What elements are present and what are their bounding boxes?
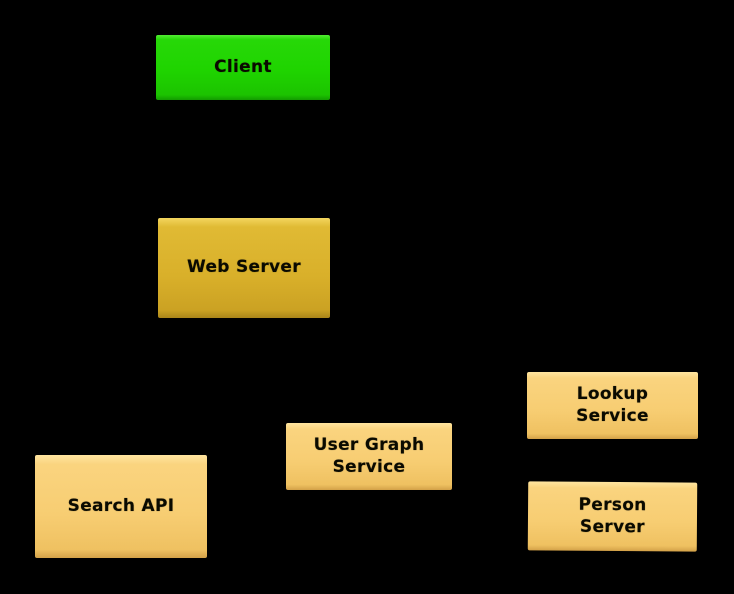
- node-search-api: Search API: [35, 455, 207, 558]
- node-web-server: Web Server: [158, 218, 330, 318]
- node-person-server: Person Server: [527, 481, 698, 552]
- node-user-graph-service-label: User Graph Service: [313, 435, 425, 477]
- node-search-api-label: Search API: [67, 495, 175, 516]
- node-user-graph-service: User Graph Service: [286, 423, 452, 490]
- node-lookup-service-label: Lookup Service: [576, 384, 649, 426]
- node-person-server-label: Person Server: [578, 495, 647, 537]
- node-lookup-service: Lookup Service: [527, 372, 698, 439]
- node-client-label: Client: [214, 56, 272, 77]
- node-web-server-label: Web Server: [187, 257, 301, 278]
- node-client: Client: [156, 35, 330, 100]
